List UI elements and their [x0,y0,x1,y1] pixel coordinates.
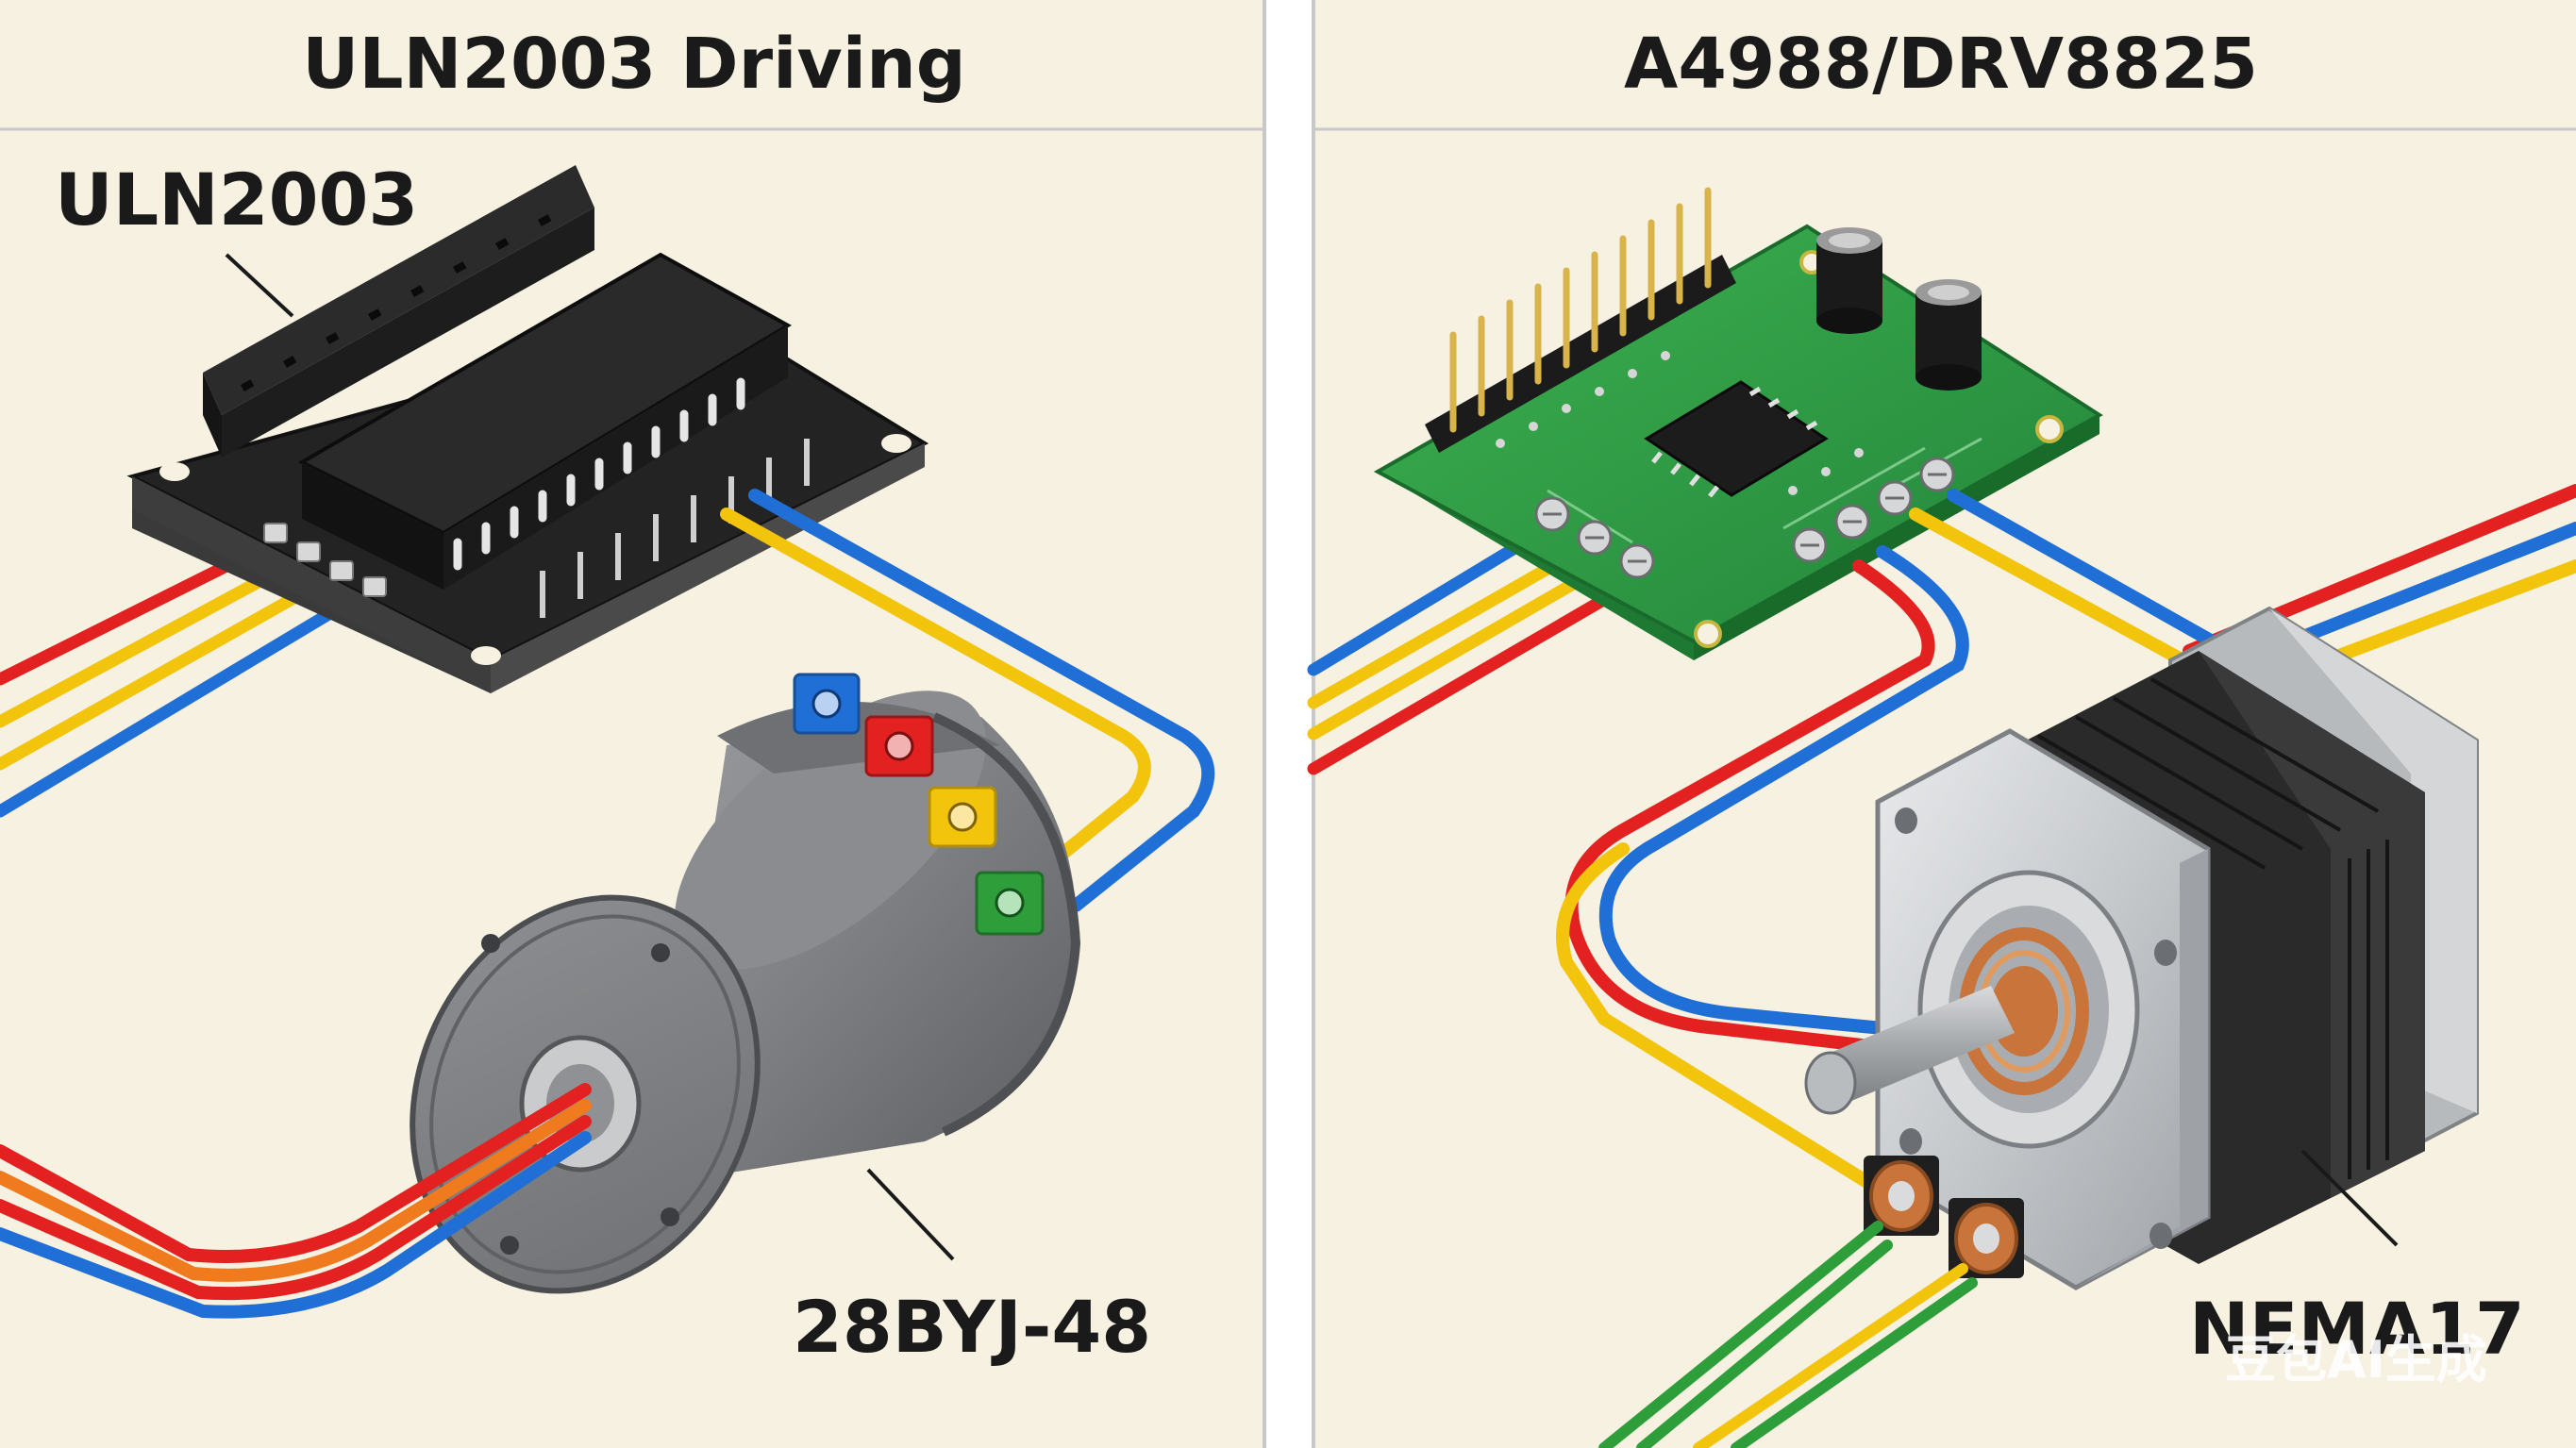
inductor-coil [1864,1156,1939,1236]
left-panel: ULN2003 Driving [0,24,1215,1369]
nema17-motor [1804,606,2479,1290]
motor-output-wires [0,1083,592,1319]
28byj-48-label: 28BYJ-48 [793,1285,1151,1369]
inductor-coil [1949,1198,2024,1278]
capacitor [1915,279,1982,391]
uln2003-board [126,165,929,693]
motor-connector-blocks [793,673,1045,936]
right-panel: A4988/DRV8825 [1307,24,2576,1448]
stepper-driver-pcb [1373,187,2103,660]
right-panel-title: A4988/DRV8825 [1624,24,2258,105]
driver-input-wires [1307,522,1639,775]
left-panel-title: ULN2003 Driving [302,24,965,105]
uln2003-callout-line [225,253,294,318]
28byj-48-motor [410,673,1081,1294]
capacitor [1816,227,1882,334]
board-to-motor-wires [720,489,1215,912]
uln2003-label: ULN2003 [55,158,418,241]
nema17-label: NEMA17 [2189,1287,2525,1371]
nema17-callout-line [2300,1149,2399,1247]
motor-coil-wires [1598,1221,1978,1448]
watermark: 豆包AI生成 [2225,1330,2487,1390]
28byj-48-callout-line [866,1168,955,1261]
driver-to-motor-wires [1556,489,2252,1195]
